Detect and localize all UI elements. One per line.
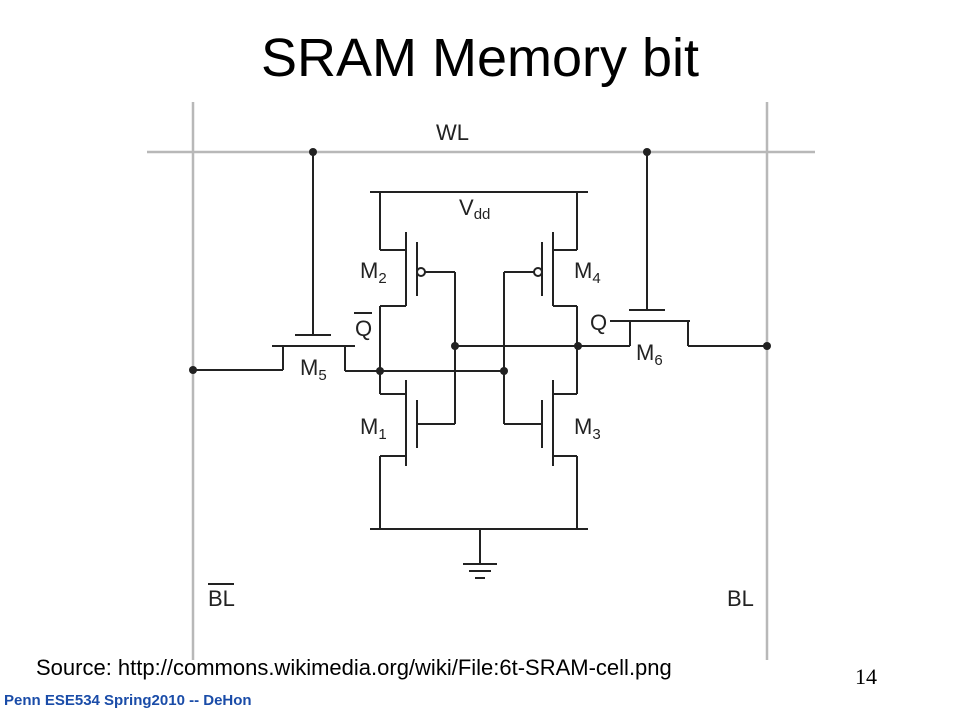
m1-label: M1 — [360, 414, 387, 443]
m2-label: M2 — [360, 258, 387, 287]
q-bar-label: Q — [355, 316, 372, 341]
slide-title: SRAM Memory bit — [260, 28, 700, 88]
footer-text: Penn ESE534 Spring2010 -- DeHon — [4, 692, 252, 709]
m6-label: M6 — [636, 340, 663, 369]
m5-label: M5 — [300, 355, 327, 384]
grid-lines — [147, 102, 815, 660]
page-number: 14 — [855, 664, 877, 689]
source-caption: Source: http://commons.wikimedia.org/wik… — [36, 655, 672, 680]
bl-label: BL — [727, 586, 754, 611]
m4-label: M4 — [574, 258, 601, 287]
q-label: Q — [590, 310, 607, 335]
circuit-wires — [193, 152, 767, 579]
m3-label: M3 — [574, 414, 601, 443]
junction-dots — [189, 148, 771, 375]
vdd-label: Vdd — [459, 195, 490, 223]
wl-label: WL — [436, 120, 469, 145]
bl-bar-label: BL — [208, 586, 235, 611]
